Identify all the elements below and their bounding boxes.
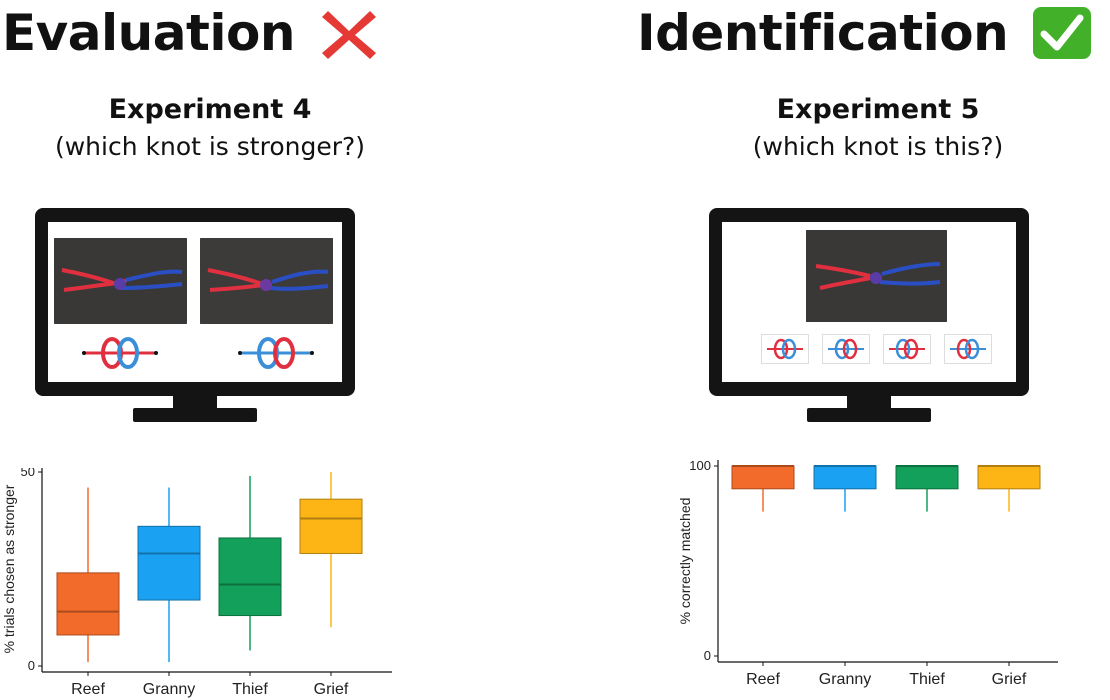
knot-diagram-left-2	[238, 337, 314, 369]
x-tick-label-grief: Grief	[992, 671, 1027, 688]
knot-option-1	[761, 334, 809, 364]
check-mark-icon	[1033, 6, 1092, 59]
x-tick-label-thief: Thief	[232, 681, 268, 698]
experiment-4-title: Experiment 4	[108, 94, 312, 125]
experiment-5-question: (which knot is this?)	[752, 132, 1004, 161]
y-tick-label: 100	[689, 458, 711, 473]
x-tick-label-granny: Granny	[819, 671, 871, 688]
knot-photo-left-2	[200, 238, 333, 324]
x-tick-label-grief: Grief	[314, 681, 349, 698]
x-tick-label-thief: Thief	[909, 671, 945, 688]
box-grief	[977, 465, 1041, 490]
box-thief	[218, 537, 282, 617]
knot-option-4	[944, 334, 992, 364]
y-tick-label: 50	[21, 468, 35, 479]
knot-diagram-left-1	[82, 337, 158, 369]
y-tick-label: 0	[28, 658, 35, 673]
knot-photo-left-1	[54, 238, 187, 324]
y-axis-label: % trials chosen as stronger	[1, 484, 17, 653]
box-thief	[895, 465, 959, 490]
experiment-5-title: Experiment 5	[776, 94, 980, 125]
box-reef	[731, 465, 795, 490]
box-granny	[813, 465, 877, 490]
identification-heading-text: Identification	[637, 4, 1009, 62]
evaluation-heading-text: Evaluation	[2, 4, 295, 62]
evaluation-heading: Evaluation	[2, 8, 380, 61]
cross-mark-icon	[321, 10, 376, 59]
box-granny	[137, 525, 201, 601]
x-tick-label-reef: Reef	[71, 681, 105, 698]
x-tick-label-reef: Reef	[746, 671, 780, 688]
box-reef	[56, 572, 120, 636]
knot-option-2	[822, 334, 870, 364]
knot-photo-right	[806, 230, 947, 322]
experiment-4-question: (which knot is stronger?)	[54, 132, 366, 161]
y-tick-label: 0	[704, 648, 711, 663]
box-grief	[299, 498, 363, 554]
y-axis-label: % correctly matched	[677, 498, 693, 625]
knot-option-3	[883, 334, 931, 364]
identification-heading: Identification	[637, 6, 1093, 61]
x-tick-label-granny: Granny	[143, 681, 195, 698]
